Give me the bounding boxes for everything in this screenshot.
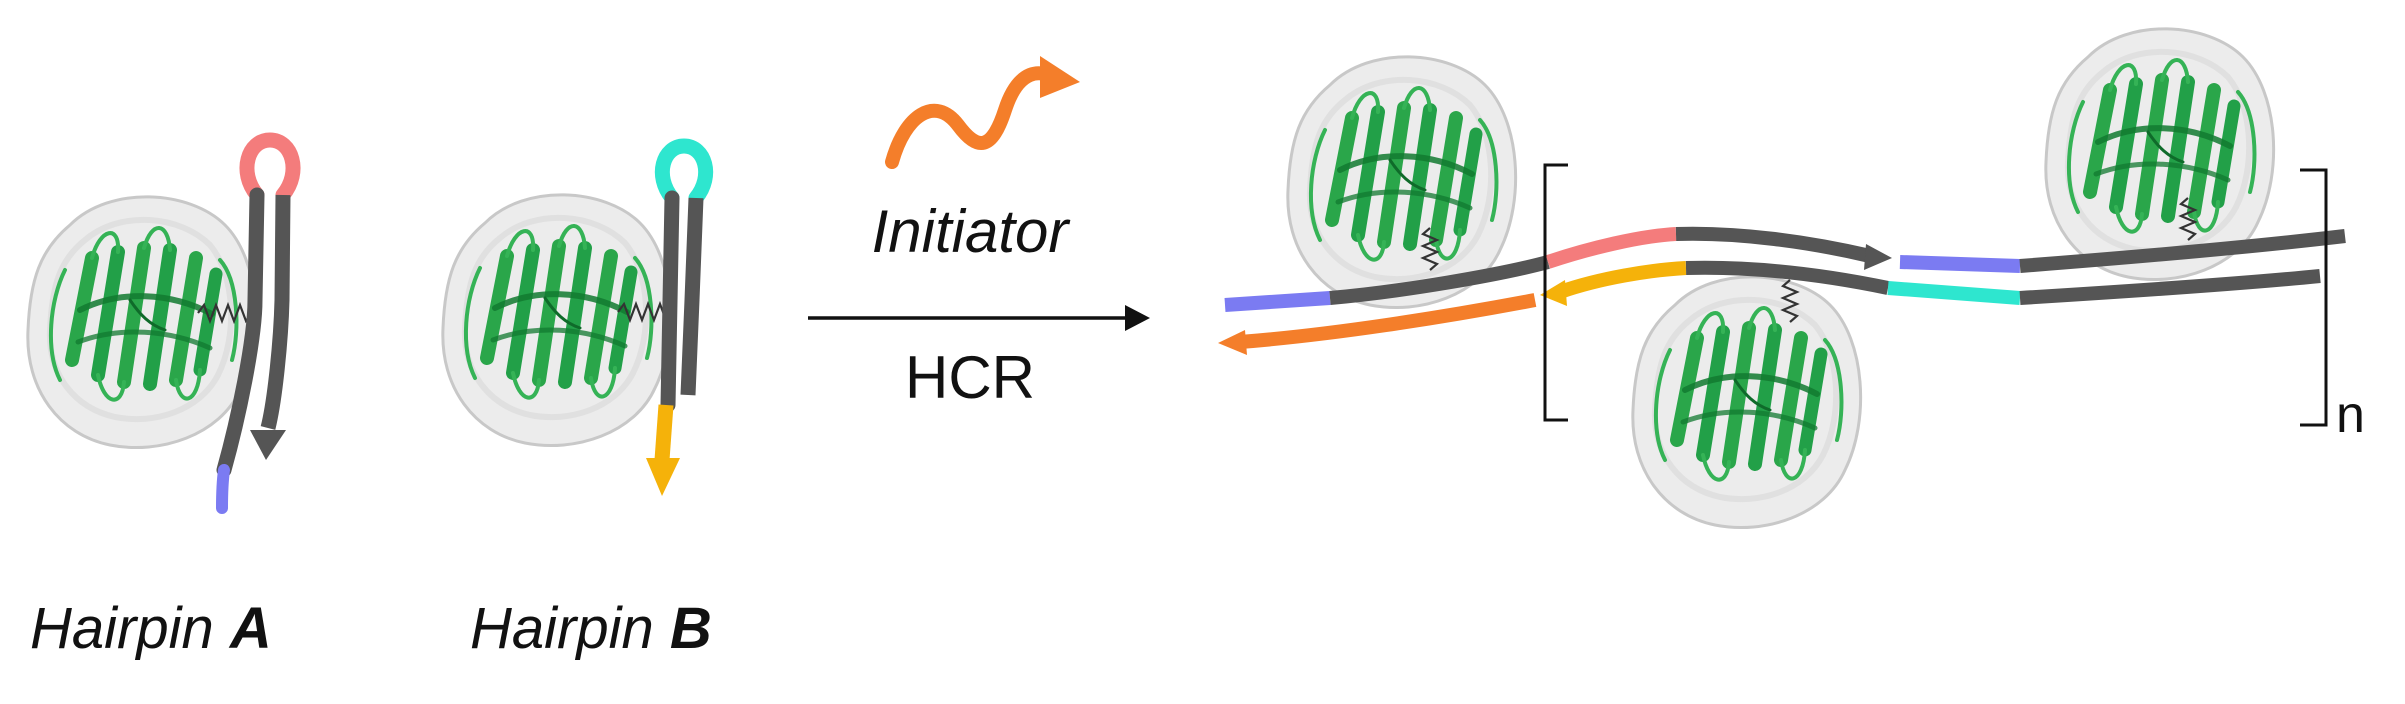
repeat-subscript: n	[2336, 386, 2365, 444]
linker	[1420, 227, 1440, 271]
reaction-arrow-group: Initiator HCR	[808, 56, 1150, 411]
strand-segment	[1557, 261, 1687, 299]
initiator-strand-arrowhead	[1218, 330, 1247, 355]
stem-arrowhead	[250, 430, 286, 460]
initiator-label: Initiator	[872, 198, 1071, 265]
strand-segment	[2019, 269, 2321, 305]
toehold-arrowhead	[646, 458, 680, 496]
reaction-label: HCR	[905, 344, 1035, 411]
initiator-arrowhead	[1040, 56, 1080, 98]
strand-segment	[1899, 255, 2021, 273]
linker	[197, 301, 253, 325]
strand-segment	[1224, 291, 1331, 312]
reaction-arrowhead	[1125, 305, 1150, 331]
wavy-arrow-icon	[885, 66, 1067, 169]
strand-segment	[1329, 255, 1550, 305]
strand-segment	[1685, 260, 1890, 295]
gfp-ribbon-icon	[443, 195, 671, 446]
hairpin-b-label: Hairpin B	[470, 596, 712, 661]
loop-domain	[239, 132, 301, 203]
gfp-ribbon-icon	[1633, 277, 1861, 528]
stem-right	[680, 197, 704, 396]
strand-segment	[1675, 226, 1872, 263]
hairpin-a: Hairpin A	[28, 132, 301, 661]
strand-arrowhead	[1540, 280, 1567, 306]
strand-segment	[1545, 227, 1677, 269]
stem-left	[660, 190, 680, 413]
right-bracket	[2300, 168, 2328, 427]
hairpin-b: Hairpin B	[443, 138, 714, 661]
toehold-domain	[654, 404, 674, 461]
strand-segment	[1239, 293, 1537, 349]
strand-segment	[2019, 229, 2346, 273]
stem-left	[216, 187, 265, 478]
linker	[1780, 279, 1800, 323]
hcr-polymer: n	[1218, 29, 2365, 528]
strand-segment	[1887, 281, 2021, 305]
loop-domain	[654, 138, 714, 206]
linker	[2178, 197, 2198, 241]
left-bracket	[1543, 163, 1568, 422]
hairpin-a-label: Hairpin A	[30, 596, 272, 661]
strand-arrowhead	[1864, 244, 1892, 270]
stem-right	[260, 194, 291, 430]
toehold-domain	[216, 464, 230, 514]
